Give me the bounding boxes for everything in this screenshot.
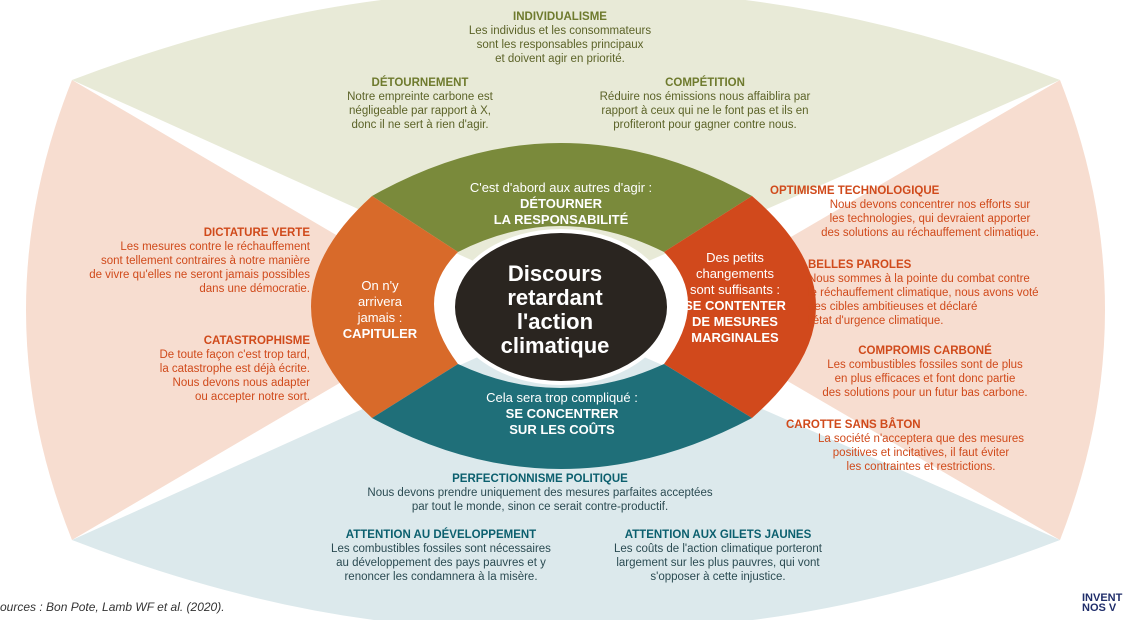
- ring-bottom-normal: Cela sera trop compliqué :: [486, 390, 638, 405]
- block-catastrophisme: CATASTROPHISME De toute façon c'est trop…: [40, 334, 311, 404]
- individualisme-body: Les individus et les consommateurs sont …: [468, 25, 652, 65]
- right-zone: [700, 80, 1105, 540]
- block-developpement: ATTENTION AU DÉVELOPPEMENT Les combustib…: [306, 528, 576, 584]
- block-compromis-carbone: COMPROMIS CARBONÉ Les combustibles fossi…: [795, 344, 1055, 400]
- developpement-heading: ATTENTION AU DÉVELOPPEMENT: [345, 529, 537, 541]
- competition-heading: COMPÉTITION: [665, 77, 745, 89]
- block-perfectionnisme: PERFECTIONNISME POLITIQUE Nous devons pr…: [330, 472, 750, 514]
- catastrophisme-body: De toute façon c'est trop tard, la catas…: [159, 349, 311, 403]
- detournement-body: Notre empreinte carbone est négligeable …: [347, 91, 493, 131]
- center-title: Discours retardant l'action climatique: [500, 261, 610, 358]
- ring-left-strong: CAPITULER: [342, 326, 418, 341]
- carotte-heading: CAROTTE SANS BÂTON: [786, 419, 921, 431]
- block-belles-paroles: BELLES PAROLES Nous sommes à la pointe d…: [808, 258, 1098, 328]
- block-optimisme: OPTIMISME TECHNOLOGIQUE Nous devons conc…: [770, 184, 1090, 240]
- perfectionnisme-heading: PERFECTIONNISME POLITIQUE: [452, 473, 628, 485]
- belles-heading: BELLES PAROLES: [808, 259, 912, 271]
- ring-top-label: C'est d'abord aux autres d'agir : DÉTOUR…: [430, 180, 692, 228]
- ring-right-strong: SE CONTENTER DE MESURES MARGINALES: [684, 298, 786, 345]
- sources-note: ources : Bon Pote, Lamb WF et al. (2020)…: [0, 600, 225, 614]
- block-dictature-verte: DICTATURE VERTE Les mesures contre le ré…: [20, 226, 310, 296]
- carotte-body: La société n'acceptera que des mesures p…: [817, 433, 1025, 473]
- gilets-body: Les coûts de l'action climatique portero…: [613, 543, 823, 583]
- ring-segment-top: [372, 143, 752, 252]
- ring-top-strong: DÉTOURNER LA RESPONSABILITÉ: [493, 196, 629, 227]
- catastrophisme-heading: CATASTROPHISME: [203, 335, 310, 347]
- block-individualisme: INDIVIDUALISME Les individus et les cons…: [410, 10, 710, 66]
- compromis-heading: COMPROMIS CARBONÉ: [858, 345, 992, 357]
- ring-bottom-strong: SE CONCENTRER SUR LES COÛTS: [505, 406, 619, 437]
- individualisme-heading: INDIVIDUALISME: [513, 11, 607, 23]
- ring-right-label: Des petits changements sont suffisants :…: [672, 250, 798, 346]
- perfectionnisme-body: Nous devons prendre uniquement des mesur…: [367, 487, 713, 513]
- ring-top-normal: C'est d'abord aux autres d'agir :: [469, 180, 653, 195]
- ring-segment-left: [311, 196, 458, 418]
- block-detournement: DÉTOURNEMENT Notre empreinte carbone est…: [310, 76, 530, 132]
- block-carotte: CAROTTE SANS BÂTON La société n'accepter…: [786, 418, 1056, 474]
- optimisme-body: Nous devons concentrer nos efforts sur l…: [821, 199, 1039, 239]
- gilets-heading: ATTENTION AUX GILETS JAUNES: [624, 529, 812, 541]
- competition-body: Réduire nos émissions nous affaiblira pa…: [599, 91, 811, 131]
- optimisme-heading: OPTIMISME TECHNOLOGIQUE: [770, 185, 940, 197]
- center-ellipse: [451, 229, 671, 385]
- dictature-heading: DICTATURE VERTE: [203, 227, 310, 239]
- left-zone: [26, 80, 430, 540]
- ring-left-normal: On n'y arrivera jamais :: [357, 278, 403, 325]
- ring-left-label: On n'y arrivera jamais : CAPITULER: [330, 278, 430, 342]
- detournement-heading: DÉTOURNEMENT: [371, 77, 469, 89]
- block-competition: COMPÉTITION Réduire nos émissions nous a…: [565, 76, 845, 132]
- bottom-zone: [72, 320, 1060, 620]
- ring-segment-right: [664, 196, 816, 418]
- developpement-body: Les combustibles fossiles sont nécessair…: [331, 543, 551, 583]
- belles-body: Nous sommes à la pointe du combat contre…: [808, 273, 1039, 327]
- ring-bottom-label: Cela sera trop compliqué : SE CONCENTRER…: [440, 390, 684, 438]
- logo: INVENT NOS V: [1082, 592, 1123, 614]
- block-gilets-jaunes: ATTENTION AUX GILETS JAUNES Les coûts de…: [588, 528, 848, 584]
- compromis-body: Les combustibles fossiles sont de plus e…: [822, 359, 1028, 399]
- dictature-body: Les mesures contre le réchauffement sont…: [89, 241, 310, 295]
- ring-segment-bottom: [372, 364, 752, 469]
- ring-right-normal: Des petits changements sont suffisants :: [689, 250, 781, 297]
